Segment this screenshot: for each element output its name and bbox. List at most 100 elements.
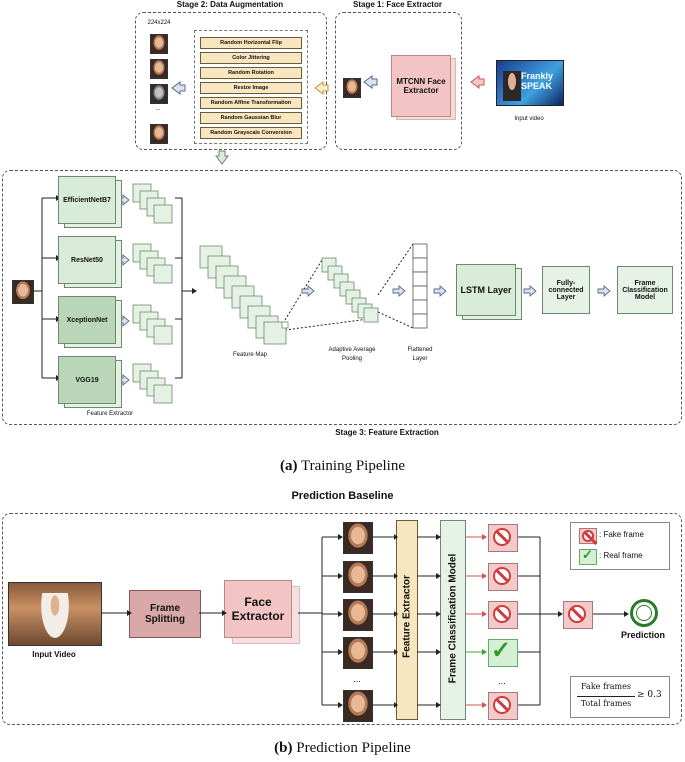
arrowhead-icon <box>338 649 343 655</box>
aug-face-2 <box>150 59 168 79</box>
arrow-icon <box>597 285 611 297</box>
frame-result-fake <box>488 692 518 720</box>
arrowhead-icon <box>436 534 441 540</box>
face-extractor: Face Extractor <box>224 580 292 638</box>
threshold-formula: Fake frames Total frames ≥ 0.3 <box>570 676 670 718</box>
stage2-box <box>135 12 327 150</box>
arrowhead-icon <box>338 702 343 708</box>
arrowhead-icon <box>436 649 441 655</box>
feature-map-stack <box>199 245 289 345</box>
feature-extractor-bar: Feature Extractor <box>396 520 418 720</box>
aug-ellipsis: ... <box>155 106 161 112</box>
aug-item: Random Grayscale Conversion <box>200 127 302 139</box>
no-entry-icon <box>493 528 511 546</box>
input-video-image <box>8 582 102 646</box>
aug-face-1 <box>150 34 168 54</box>
caption-a-tag: (a) <box>279 458 298 474</box>
legend: : Fake frame ✓ : Real frame <box>570 522 670 570</box>
extracted-face <box>343 78 361 98</box>
backbone-efficientnet: EfficientNetB7 <box>58 176 116 224</box>
arrowhead-icon <box>558 611 563 617</box>
arrowhead-icon <box>394 573 398 579</box>
feature-extractor-label: Feature Extractor <box>86 411 134 417</box>
arrow-icon <box>301 285 315 297</box>
formula-bar <box>577 696 635 697</box>
arrowhead-icon <box>436 573 441 579</box>
input-video-label: Input video <box>514 116 544 122</box>
stage3-input-face <box>12 280 34 304</box>
aug-item: Random Gaussian Blur <box>200 112 302 124</box>
frame-result-real: ✓ <box>488 637 518 667</box>
mtcnn-extractor: MTCNN Face Extractor <box>391 55 451 117</box>
aug-list-frame <box>194 30 308 144</box>
caption-a: (a) Training Pipeline <box>0 458 685 475</box>
pooling-stack <box>321 257 379 323</box>
backbone-xception: XceptionNet <box>58 296 116 344</box>
lstm-layer: LSTM Layer <box>456 264 516 316</box>
legend-fake-label: : Fake frame <box>599 530 644 539</box>
arrow-icon <box>433 285 447 297</box>
no-entry-icon <box>493 696 511 714</box>
feature-map-label: Feature Map <box>232 352 268 358</box>
fc-layer: Fully-connected Layer <box>542 266 590 314</box>
checkmark-icon: ✓ <box>582 547 593 562</box>
arrowhead-icon <box>338 611 343 617</box>
formula-numerator: Fake frames <box>581 682 631 691</box>
arrowhead-icon <box>394 649 398 655</box>
aug-face-4 <box>150 124 168 144</box>
pooling-label: Adaptive Average Pooling <box>328 347 376 362</box>
prediction-label: Prediction <box>620 630 665 640</box>
arrowhead-icon <box>394 534 398 540</box>
arrowhead-icon <box>338 573 343 579</box>
arrowhead-icon <box>482 534 487 540</box>
frame-result-fake <box>488 524 518 552</box>
arrow-icon <box>363 75 378 89</box>
frame-splitting: Frame Splitting <box>129 590 201 638</box>
arrowhead-icon <box>624 611 629 617</box>
arrow-icon <box>314 81 329 95</box>
frame-face <box>343 637 373 669</box>
caption-a-text: Training Pipeline <box>300 458 406 474</box>
stage2-title: Stage 2: Data Augmentation <box>176 0 284 9</box>
arrowhead-icon <box>482 649 487 655</box>
no-entry-icon <box>493 605 511 623</box>
aug-face-3 <box>150 84 168 104</box>
aug-item: Color Jittering <box>200 52 302 64</box>
no-entry-icon <box>582 530 594 542</box>
backbone-vgg: VGG19 <box>58 356 116 404</box>
arrow-icon <box>470 75 485 89</box>
arrow-icon <box>215 150 229 165</box>
video-overlay-text: Frankly SPEAK <box>521 71 554 91</box>
formula-relation: ≥ 0.3 <box>637 690 662 700</box>
arrowhead-icon <box>222 610 227 616</box>
no-entry-icon <box>493 567 511 585</box>
classification-model-bar: Frame Classification Model <box>440 520 466 720</box>
video-face <box>503 71 521 101</box>
prediction-title: Prediction Baseline <box>291 490 394 502</box>
arrowhead-icon <box>482 573 487 579</box>
arrowhead-icon <box>338 534 343 540</box>
input-video-thumb: Frankly SPEAK <box>496 60 564 106</box>
prediction-circle-icon <box>630 599 658 627</box>
frame-model: Frame Classification Model <box>617 266 673 314</box>
frame-face <box>343 690 373 722</box>
arrowhead-icon <box>436 702 441 708</box>
arrowhead-icon <box>436 611 441 617</box>
stage1-box <box>335 12 462 150</box>
frame-face <box>343 599 373 631</box>
stage3-title: Stage 3: Feature Extraction <box>335 428 439 437</box>
stage3-diagram <box>34 183 611 404</box>
final-fake-box <box>563 601 593 629</box>
checkmark-icon: ✓ <box>491 637 512 664</box>
legend-fake-box <box>579 528 597 544</box>
prediction-circle-inner <box>636 605 652 621</box>
no-entry-icon <box>568 605 586 623</box>
faces-ellipsis: ... <box>353 674 361 684</box>
frame-face <box>343 561 373 593</box>
legend-real-label: : Real frame <box>599 551 643 560</box>
legend-real-box: ✓ <box>579 547 597 565</box>
video-person <box>39 593 71 643</box>
frame-face <box>343 522 373 554</box>
caption-b: (b) Prediction Pipeline <box>0 740 685 757</box>
